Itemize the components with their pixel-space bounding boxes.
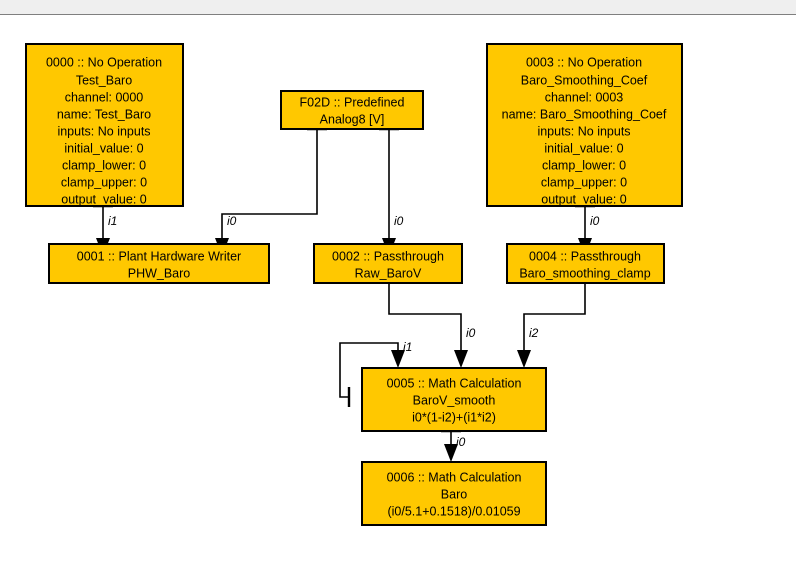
node-0000[interactable]: 0000 :: No Operation Test_Baro channel: … (25, 43, 184, 207)
edge-0004-to-0005: i2 (517, 278, 595, 368)
node-0003-line-2: channel: 0003 (545, 90, 624, 104)
node-0006-line-2: (i0/5.1+0.1518)/0.01059 (387, 504, 520, 518)
node-0003-line-7: clamp_upper: 0 (541, 175, 627, 189)
node-0000-line-1: Test_Baro (76, 73, 132, 87)
edge-0005-to-0006: i0 (441, 429, 466, 462)
node-0005-line-0: 0005 :: Math Calculation (387, 376, 522, 390)
node-0000-line-7: clamp_upper: 0 (61, 175, 147, 189)
node-0004[interactable]: 0004 :: Passthrough Baro_smoothing_clamp (506, 243, 665, 284)
node-f02d-line-1: Analog8 [V] (320, 112, 385, 126)
node-0005-line-2: i0*(1-i2)+(i1*i2) (412, 410, 496, 424)
node-0001-line-0: 0001 :: Plant Hardware Writer (77, 249, 241, 263)
node-0006-line-1: Baro (441, 487, 467, 501)
node-0003-line-1: Baro_Smoothing_Coef (521, 73, 648, 87)
edge-f02d-to-0001: i0 (215, 127, 327, 256)
edge-label-i0-0005: i0 (466, 326, 476, 340)
node-0000-line-6: clamp_lower: 0 (62, 158, 146, 172)
edge-label-i0-0006: i0 (456, 435, 466, 449)
edge-label-i1-0001: i1 (108, 214, 117, 228)
toolbar (0, 0, 796, 15)
node-f02d[interactable]: F02D :: Predefined Analog8 [V] (280, 90, 424, 130)
node-f02d-line-0: F02D :: Predefined (300, 95, 405, 109)
node-0003-line-6: clamp_lower: 0 (542, 158, 626, 172)
node-0002[interactable]: 0002 :: Passthrough Raw_BaroV (313, 243, 463, 284)
node-0003-line-3: name: Baro_Smoothing_Coef (502, 107, 667, 121)
edge-feedback-to-0005: i1 (339, 340, 412, 407)
node-0003-line-4: inputs: No inputs (537, 124, 630, 138)
node-0005-line-1: BaroV_smooth (413, 393, 496, 407)
diagram-svg[interactable]: i1 i0 i0 i0 (0, 16, 796, 562)
node-0006-line-0: 0006 :: Math Calculation (387, 470, 522, 484)
node-0000-line-2: channel: 0000 (65, 90, 144, 104)
node-0001[interactable]: 0001 :: Plant Hardware Writer PHW_Baro (48, 243, 270, 284)
node-0000-line-5: initial_value: 0 (64, 141, 143, 155)
node-0000-line-3: name: Test_Baro (57, 107, 151, 121)
node-0002-line-1: Raw_BaroV (355, 266, 422, 280)
diagram-canvas[interactable]: i1 i0 i0 i0 (0, 16, 796, 562)
edge-label-i2-0005: i2 (529, 326, 539, 340)
edge-label-i0-0001: i0 (227, 214, 237, 228)
edge-label-i1-0005: i1 (403, 340, 412, 354)
node-0004-line-1: Baro_smoothing_clamp (519, 266, 650, 280)
node-0001-line-1: PHW_Baro (128, 266, 191, 280)
node-0005[interactable]: 0005 :: Math Calculation BaroV_smooth i0… (361, 367, 547, 432)
node-0003-line-8: output_value: 0 (541, 192, 627, 206)
node-0003-line-0: 0003 :: No Operation (526, 55, 642, 69)
node-0003-line-5: initial_value: 0 (544, 141, 623, 155)
node-0002-line-0: 0002 :: Passthrough (332, 249, 444, 263)
edge-f02d-to-0002: i0 (379, 127, 404, 256)
node-0006[interactable]: 0006 :: Math Calculation Baro (i0/5.1+0.… (361, 461, 547, 526)
edge-label-i0-0004: i0 (590, 214, 600, 228)
edge-label-i0-0002: i0 (394, 214, 404, 228)
node-0000-line-0: 0000 :: No Operation (46, 55, 162, 69)
node-0000-line-8: output_value: 0 (61, 192, 147, 206)
node-0000-line-4: inputs: No inputs (57, 124, 150, 138)
node-0003[interactable]: 0003 :: No Operation Baro_Smoothing_Coef… (486, 43, 683, 207)
node-0004-line-0: 0004 :: Passthrough (529, 249, 641, 263)
